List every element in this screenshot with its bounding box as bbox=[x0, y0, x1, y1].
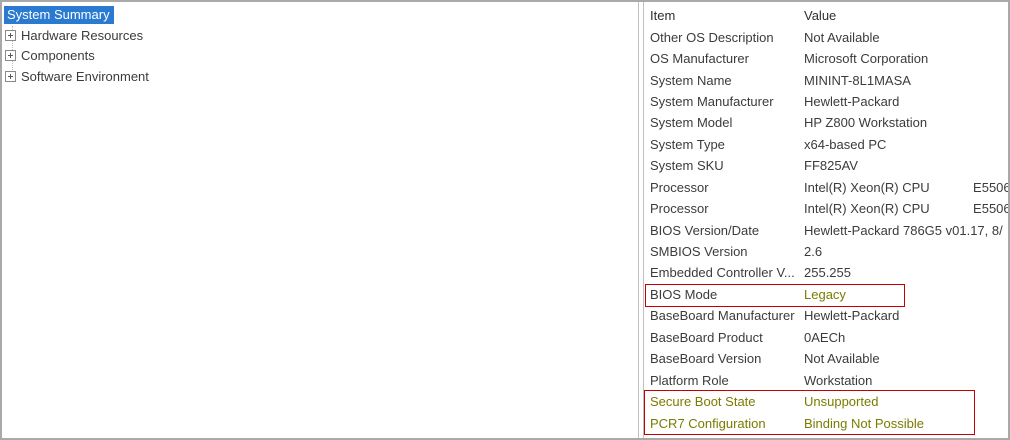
item-cell: OS Manufacturer bbox=[650, 51, 749, 67]
item-cell: BaseBoard Product bbox=[650, 329, 763, 345]
navigation-tree-pane: System Summary Hardware Resources Compon… bbox=[2, 2, 639, 438]
value-cell: x64-based PC bbox=[804, 136, 887, 152]
expand-plus-icon[interactable] bbox=[5, 29, 16, 41]
item-cell: System Name bbox=[650, 72, 732, 88]
item-cell: BIOS Version/Date bbox=[650, 222, 760, 238]
item-cell: SMBIOS Version bbox=[650, 244, 748, 260]
value-cell: Workstation bbox=[804, 372, 873, 388]
item-cell: Processor bbox=[650, 179, 709, 195]
tree-item-hardware-resources[interactable]: Hardware Resources bbox=[5, 25, 638, 46]
value-cell: Intel(R) Xeon(R) CPU E5506 bbox=[804, 201, 1008, 217]
details-pane: Item Value Other OS Description Not Avai… bbox=[643, 2, 1008, 438]
tree-item-system-summary[interactable]: System Summary bbox=[2, 4, 638, 25]
table-header-row: Item Value bbox=[644, 5, 1008, 26]
item-cell: Processor bbox=[650, 201, 709, 217]
value-cell: MININT-8L1MASA bbox=[804, 72, 911, 88]
value-cell: Not Available bbox=[804, 351, 880, 367]
table-row-bios-mode[interactable]: BIOS Mode Legacy bbox=[644, 284, 1008, 305]
value-cell: Microsoft Corporation bbox=[804, 51, 929, 67]
tree-item-system-summary-label[interactable]: System Summary bbox=[4, 5, 114, 24]
item-cell: BaseBoard Manufacturer bbox=[650, 308, 795, 324]
tree-item-label[interactable]: Hardware Resources bbox=[21, 27, 144, 43]
table-row[interactable]: Embedded Controller V... 255.255 bbox=[644, 262, 1008, 283]
value-cell: 255.255 bbox=[804, 265, 851, 281]
tree-item-label[interactable]: Software Environment bbox=[21, 68, 149, 84]
table-row-secure-boot-state[interactable]: Secure Boot State Unsupported bbox=[644, 391, 1008, 412]
table-row[interactable]: System Model HP Z800 Workstation bbox=[644, 112, 1008, 133]
item-cell: Platform Role bbox=[650, 372, 729, 388]
item-cell: BIOS Mode bbox=[650, 286, 718, 302]
table-row[interactable]: BIOS Version/Date Hewlett-Packard 786G5 … bbox=[644, 219, 1008, 240]
item-cell: Embedded Controller V... bbox=[650, 265, 795, 281]
pane-splitter[interactable] bbox=[640, 2, 643, 438]
table-row[interactable]: System Type x64-based PC bbox=[644, 134, 1008, 155]
tree-item-components[interactable]: Components bbox=[5, 46, 638, 67]
table-row[interactable]: BaseBoard Product 0AECh bbox=[644, 327, 1008, 348]
table-row[interactable]: SMBIOS Version 2.6 bbox=[644, 241, 1008, 262]
item-cell: BaseBoard Version bbox=[650, 351, 762, 367]
table-row-pcr7-configuration[interactable]: PCR7 Configuration Binding Not Possible bbox=[644, 412, 1008, 433]
table-row[interactable]: BaseBoard Version Not Available bbox=[644, 348, 1008, 369]
value-cell: Intel(R) Xeon(R) CPU E5506 bbox=[804, 179, 1008, 195]
table-row[interactable]: System SKU FF825AV bbox=[644, 155, 1008, 176]
value-cell: Hewlett-Packard bbox=[804, 93, 900, 109]
expand-plus-icon[interactable] bbox=[5, 70, 16, 82]
table-row[interactable]: BaseBoard Manufacturer Hewlett-Packard bbox=[644, 305, 1008, 326]
value-cell: Binding Not Possible bbox=[804, 415, 924, 431]
item-cell: System Type bbox=[650, 136, 725, 152]
item-cell: Other OS Description bbox=[650, 29, 774, 45]
value-cell: Not Available bbox=[804, 29, 880, 45]
table-row[interactable]: Processor Intel(R) Xeon(R) CPU E5506 bbox=[644, 198, 1008, 219]
value-cell: HP Z800 Workstation bbox=[804, 115, 928, 131]
item-cell: PCR7 Configuration bbox=[650, 415, 766, 431]
column-header-item[interactable]: Item bbox=[650, 8, 676, 24]
table-row[interactable]: Processor Intel(R) Xeon(R) CPU E5506 bbox=[644, 177, 1008, 198]
table-row[interactable]: System Name MININT-8L1MASA bbox=[644, 69, 1008, 90]
table-row[interactable]: System Manufacturer Hewlett-Packard bbox=[644, 91, 1008, 112]
item-cell: System Manufacturer bbox=[650, 93, 774, 109]
table-row[interactable]: Platform Role Workstation bbox=[644, 369, 1008, 390]
column-header-value[interactable]: Value bbox=[804, 8, 837, 24]
value-cell: Hewlett-Packard bbox=[804, 308, 900, 324]
value-cell: 0AECh bbox=[804, 329, 846, 345]
value-cell: Unsupported bbox=[804, 394, 879, 410]
table-row[interactable]: OS Manufacturer Microsoft Corporation bbox=[644, 48, 1008, 69]
tree-item-software-environment[interactable]: Software Environment bbox=[5, 66, 638, 87]
value-cell: FF825AV bbox=[804, 158, 858, 174]
value-cell: Hewlett-Packard 786G5 v01.17, 8/ bbox=[804, 222, 1003, 238]
item-cell: Secure Boot State bbox=[650, 394, 756, 410]
item-cell: System SKU bbox=[650, 158, 724, 174]
value-cell: 2.6 bbox=[804, 244, 823, 260]
item-cell: System Model bbox=[650, 115, 733, 131]
expand-plus-icon[interactable] bbox=[5, 50, 16, 62]
value-cell: Legacy bbox=[804, 286, 846, 302]
tree-item-label[interactable]: Components bbox=[21, 48, 95, 64]
table-row[interactable]: Other OS Description Not Available bbox=[644, 26, 1008, 47]
